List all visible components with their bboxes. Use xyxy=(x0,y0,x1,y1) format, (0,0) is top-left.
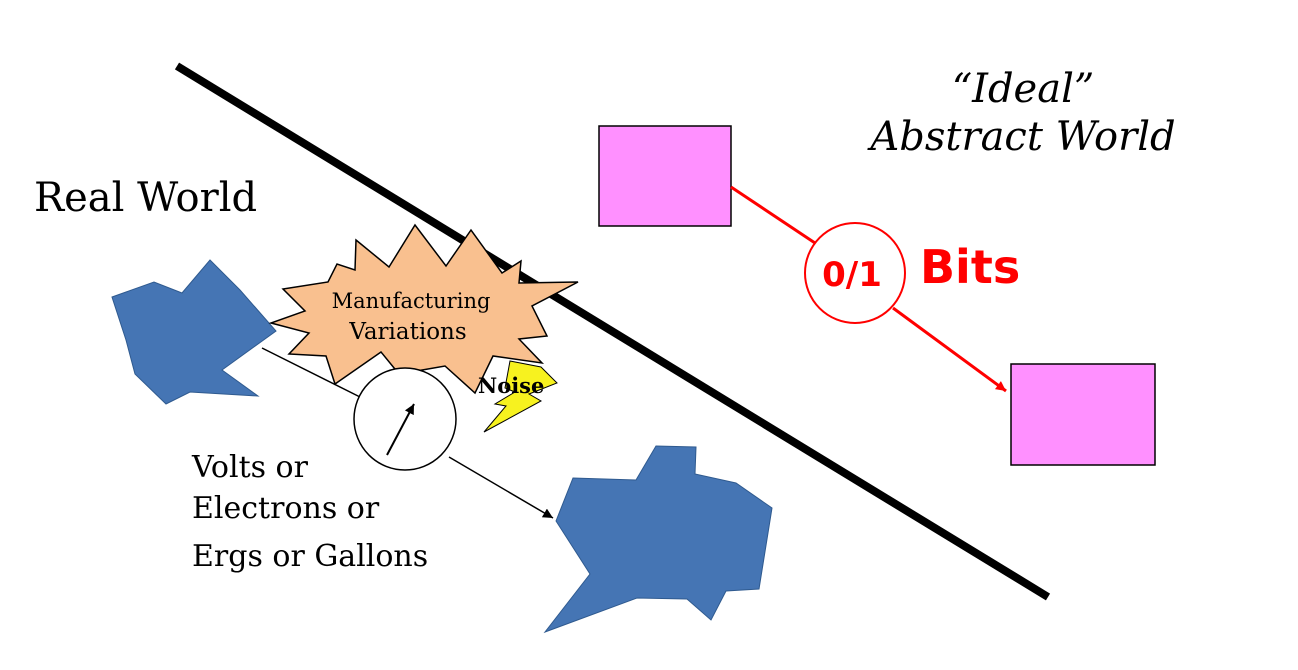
real-world-title: Real World xyxy=(34,175,257,221)
bits-connector-arrow xyxy=(892,306,1007,393)
measurement-arrow xyxy=(448,456,554,519)
lightning-bolt-icon xyxy=(483,360,558,433)
variations-label: Variations xyxy=(348,319,466,345)
real-signal-shape-right xyxy=(543,445,773,634)
ideal-title: “Ideal” xyxy=(952,66,1095,112)
abstract-world-title-text: Abstract World xyxy=(866,114,1175,160)
manufacturing-label: Manufacturing xyxy=(332,289,491,313)
real-signal-shape-left xyxy=(111,259,277,405)
bits-label: Bits xyxy=(920,240,1020,294)
world-divider-line xyxy=(174,62,1051,601)
noise-label: Noise xyxy=(478,373,544,398)
measurement-line-top xyxy=(261,347,363,399)
quantity-label-volts: Volts or xyxy=(191,450,309,485)
manufacturing-variations-starburst xyxy=(268,223,579,395)
bit-value-label: 0/1 xyxy=(822,255,882,295)
bits-connector-top xyxy=(730,185,816,245)
bit-value-circle xyxy=(804,222,906,324)
quantity-label-ergs: Ergs or Gallons xyxy=(192,539,428,574)
gauge-icon xyxy=(353,367,457,471)
abstract-box-bottom xyxy=(1010,363,1156,466)
quantity-label-electrons: Electrons or xyxy=(192,491,380,526)
abstract-box-top xyxy=(598,125,732,227)
